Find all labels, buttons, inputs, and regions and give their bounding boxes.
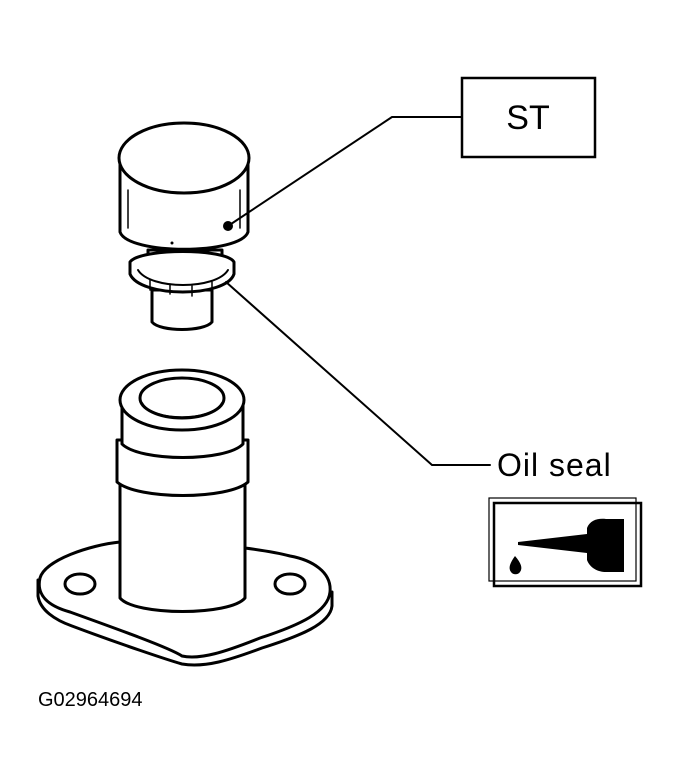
st-label-box [460,76,597,159]
housing-body [115,368,250,613]
st-callout: ST [223,76,597,231]
oil-seal-ring [128,250,236,297]
oil-seal-callout: Oil seal [225,281,612,483]
oil-seal-label: Oil seal [497,447,612,483]
oil-can-icon [488,497,643,588]
figure-code: G02964694 [38,689,143,711]
st-label: ST [506,99,549,137]
